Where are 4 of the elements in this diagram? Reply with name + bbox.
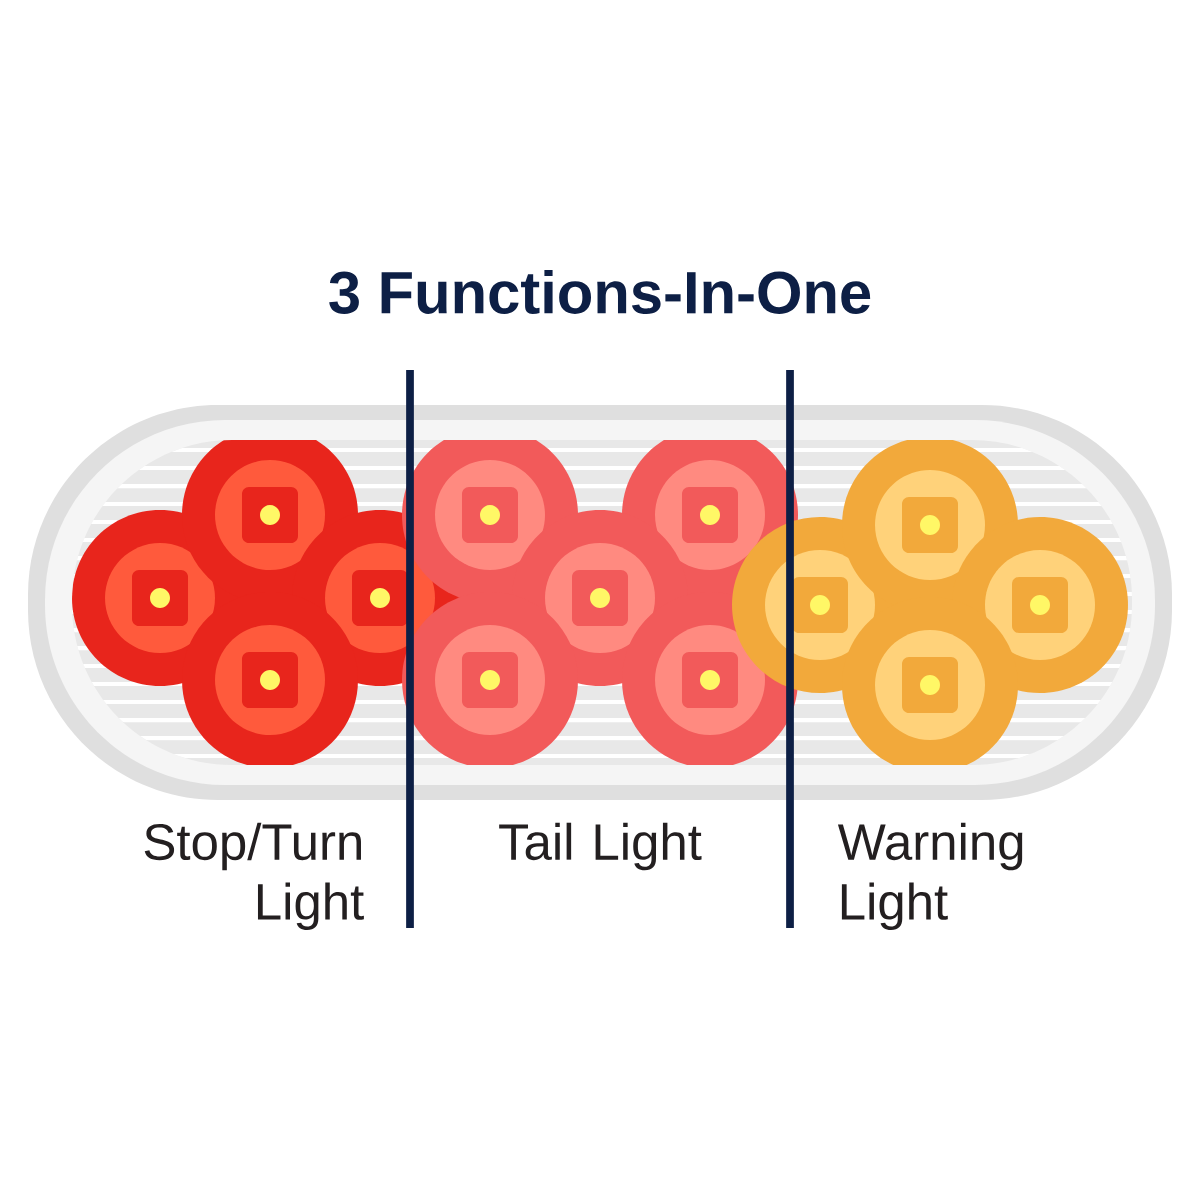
part-label: Warning Light (837, 822, 1023, 930)
part-label: Stop/Turn Light (144, 822, 364, 930)
title: 3 Functions-In-One (329, 270, 871, 314)
part-label: Tail Light (499, 822, 702, 871)
